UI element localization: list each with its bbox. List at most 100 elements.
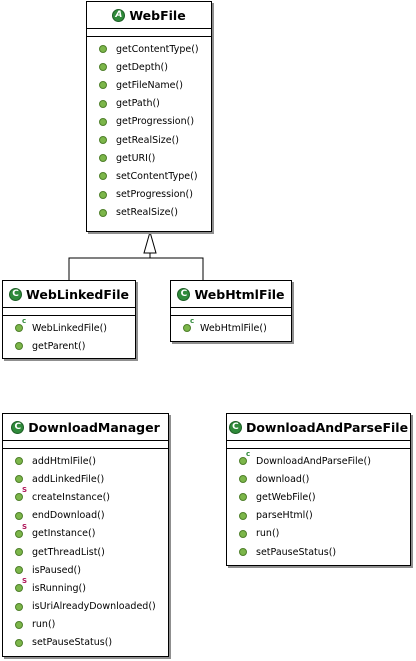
public-method-icon [239,475,247,484]
method-item: setPauseStatus() [3,634,168,652]
method-item: setProgression() [87,186,211,204]
method-name: getWebFile() [256,491,316,503]
static-method-icon: S [15,487,27,502]
public-method-icon [99,45,107,54]
method-item: parseHtml() [227,507,410,525]
method-name: WebHtmlFile() [200,322,267,334]
method-name: setRealSize() [116,207,178,219]
class-icon: C [177,287,191,301]
class-name: DownloadManager [28,419,160,435]
attributes-compartment [3,441,168,449]
method-item: c DownloadAndParseFile() [227,451,410,470]
static-marker: S [22,486,28,495]
static-method-icon: S [15,578,27,593]
method-name: getParent() [32,340,86,352]
public-method-icon [239,548,247,557]
method-item: getDepth() [87,58,211,76]
class-downloadandparsefile[interactable]: C DownloadAndParseFile c DownloadAndParse… [226,413,411,566]
method-name: getRealSize() [116,134,179,146]
abstract-class-icon: A [112,8,126,22]
attributes-compartment [3,308,135,316]
method-item: setRealSize() [87,204,211,222]
method-name: addHtmlFile() [32,455,96,467]
method-name: DownloadAndParseFile() [256,455,371,467]
method-item: getPath() [87,95,211,113]
public-method-icon [15,342,23,351]
method-item: getProgression() [87,113,211,131]
method-item: getThreadList() [3,543,168,561]
method-item: getContentType() [87,40,211,58]
constructor-marker: c [22,317,27,326]
static-marker: S [22,577,28,586]
class-icon: C [9,287,23,301]
public-method-icon [99,154,107,163]
constructor-icon: c [183,318,194,333]
method-name: getPath() [116,98,160,110]
method-name: parseHtml() [256,510,313,522]
method-name: getProgression() [116,116,195,128]
methods-compartment: c DownloadAndParseFile() download() getWe… [227,449,410,564]
class-header: C WebLinkedFile [3,281,135,308]
class-name: WebHtmlFile [194,286,285,302]
method-name: download() [256,473,310,485]
public-method-icon [239,511,247,520]
method-name: isUriAlreadyDownloaded() [32,601,156,613]
method-item: run() [3,616,168,634]
static-method-icon: S [15,523,27,538]
method-name: setContentType() [116,170,198,182]
method-name: endDownload() [32,510,105,522]
method-name: getContentType() [116,43,199,55]
method-item: addLinkedFile() [3,470,168,488]
method-item: getFileName() [87,76,211,94]
class-icon: C [11,420,25,434]
method-name: getFileName() [116,79,183,91]
class-webfile[interactable]: A WebFile getContentType() getDepth() ge… [86,1,212,232]
public-method-icon [99,190,107,199]
public-method-icon [99,117,107,126]
methods-compartment: getContentType() getDepth() getFileName(… [87,37,211,225]
method-name: isRunning() [32,582,86,594]
class-name: WebLinkedFile [26,286,129,302]
class-header: C WebHtmlFile [171,281,291,308]
class-header: C DownloadAndParseFile [227,414,410,441]
method-item: setPauseStatus() [227,543,410,561]
constructor-icon: c [15,318,26,333]
public-method-icon [239,529,247,538]
class-header: A WebFile [87,2,211,29]
method-name: WebLinkedFile() [32,322,108,334]
public-method-icon [15,511,23,520]
inheritance-arrowhead [143,230,157,254]
public-method-icon [15,638,23,647]
class-icon: C [228,420,242,434]
method-item: run() [227,525,410,543]
constructor-icon: c [239,451,250,466]
method-name: run() [256,528,280,540]
public-method-icon [99,136,107,145]
class-downloadmanager[interactable]: C DownloadManager addHtmlFile() addLinke… [2,413,169,657]
method-item: endDownload() [3,507,168,525]
constructor-marker: c [190,317,195,326]
class-name: DownloadAndParseFile [245,419,409,435]
attributes-compartment [171,308,291,316]
public-method-icon [15,475,23,484]
static-marker: S [22,522,28,531]
attributes-compartment [227,441,410,449]
method-name: setPauseStatus() [32,637,113,649]
public-method-icon [99,99,107,108]
method-item: getURI() [87,149,211,167]
public-method-icon [15,548,23,557]
method-name: createInstance() [32,491,110,503]
public-method-icon [15,620,23,629]
generalization-line [68,257,204,280]
method-item: isPaused() [3,561,168,579]
method-item: download() [227,470,410,488]
method-name: addLinkedFile() [32,473,105,485]
